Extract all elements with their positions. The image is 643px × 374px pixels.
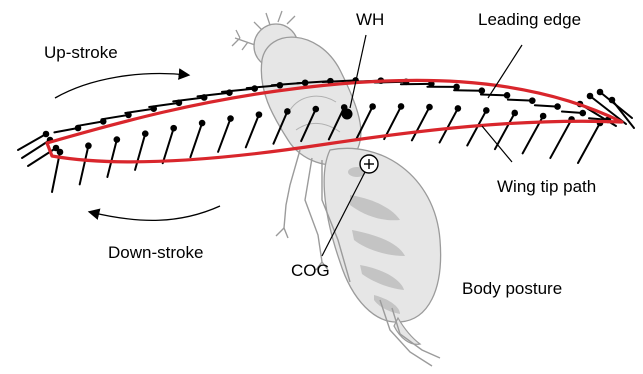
down-stroke-label: Down-stroke [108,243,203,262]
downstroke-chord-10-dot [312,106,319,113]
downstroke-chord-14-line [412,107,430,140]
downstroke-chord-3-dot [114,136,121,143]
upstroke-chord-20-dot [554,103,561,110]
upstroke-chord-8-line [222,89,255,92]
upstroke-chord-19-dot [529,97,536,104]
turn-right-chord-2-dot [587,93,594,100]
downstroke-chord-17-dot [511,110,518,117]
upstroke-chord-4-line [125,109,153,113]
downstroke-chord-13-dot [398,103,405,110]
upstroke-chord-5-line [149,103,179,107]
turn-right-chord-3-line [612,100,634,128]
upstroke-chord-3-line [102,115,129,119]
downstroke-chord-14-dot [426,104,433,111]
downstroke-chord-17-line [495,113,515,149]
upstroke-chord-7-line [197,93,229,97]
downstroke-chord-20-line [578,123,600,163]
downstroke-chord-5-line [163,128,174,163]
downstroke-chord-5-dot [170,125,177,132]
downstroke-chord-16-dot [483,107,490,114]
cog-marker [360,155,378,173]
cog-label: COG [291,261,330,280]
upstroke-chord-18-line [481,95,507,96]
downstroke-chord-9-dot [284,108,291,115]
upstroke-chord-2-line [78,121,103,125]
upstroke-chord-16-dot [453,84,460,91]
wing-hinge-dot [342,109,353,120]
wing-tip-path-label: Wing tip path [497,177,596,196]
upstroke-chord-6-line [173,97,204,101]
upstroke-chord-17-dot [479,87,486,94]
body-posture-label: Body posture [462,279,562,298]
leading-edge-label: Leading edge [478,10,581,29]
downstroke-chord-8-dot [256,111,263,118]
upstroke-chord-19-line [508,100,532,101]
downstroke-chord-8-line [246,115,259,148]
upstroke-chord-20-line [535,105,558,106]
turn-left-chord-2-dot [43,131,50,138]
downstroke-chord-18-dot [540,113,547,120]
turn-left-chord-2-line [18,134,46,150]
wing-tip-path-leader [482,126,512,162]
turn-right-chord-1-dot [597,89,604,96]
downstroke-chord-4-dot [142,130,149,137]
upstroke-chord-1-line [54,128,78,132]
turn-left-chord-3-dot [53,145,60,152]
up-stroke-label: Up-stroke [44,43,118,62]
up-stroke-arrow [55,74,188,98]
downstroke-chord-19-line [550,119,571,158]
downstroke-chord-7-line [218,119,230,152]
downstroke-chord-2-line [80,146,89,185]
wh-label: WH [356,10,384,29]
fly-abdomen [324,148,440,322]
downstroke-chord-6-line [190,123,202,157]
turn-right-chord-3-dot [609,97,616,104]
fly-body-illustration [232,11,441,366]
downstroke-chord-12-dot [369,103,376,110]
down-stroke-arrow [90,206,220,220]
downstroke-chord-4-line [135,134,145,170]
downstroke-chord-7-dot [227,115,234,122]
downstroke-chord-15-dot [455,105,462,112]
upstroke-chord-21-dot [579,110,586,117]
downstroke-chord-3-line [107,140,116,177]
fly-tail [394,318,420,344]
downstroke-chord-15-line [440,108,458,142]
wh-leader [350,35,366,108]
downstroke-chord-6-dot [199,120,206,127]
upstroke-chord-18-dot [504,92,511,99]
downstroke-chord-2-dot [85,142,92,149]
